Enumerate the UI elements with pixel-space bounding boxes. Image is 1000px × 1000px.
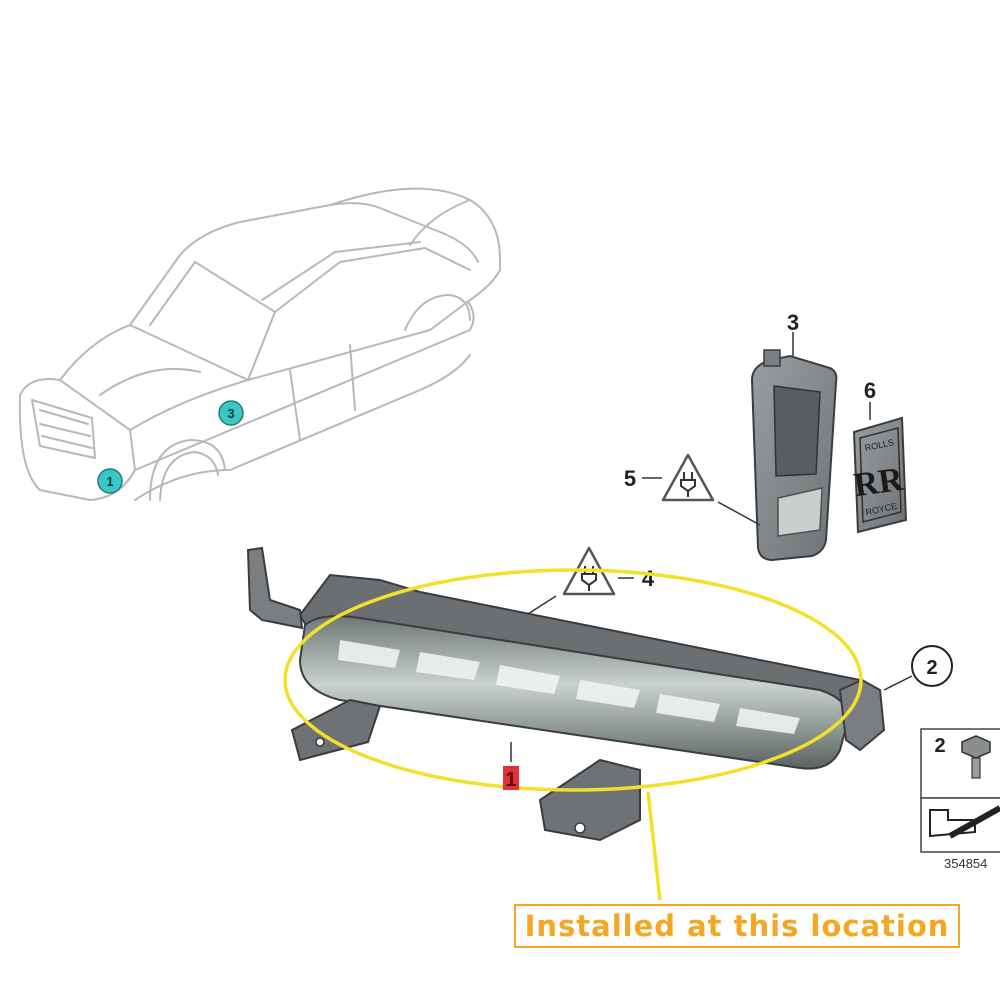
rolls-royce-emblem: ROLLS RR ROYCE	[852, 402, 908, 534]
electrical-warning-icon	[661, 453, 715, 502]
highlight-pointer	[646, 791, 662, 901]
part-2-detail-box: 2	[920, 728, 1000, 853]
tool-wedge-icon	[929, 805, 1000, 839]
detail-part-2-label: 2	[934, 735, 945, 757]
part-1-label-box	[503, 766, 519, 790]
callout-part-1: 1	[505, 769, 516, 791]
car-outline-icon	[18, 187, 501, 501]
location-marker-1: 1	[97, 468, 123, 494]
callout-circle-2	[911, 645, 953, 687]
emblem-monogram: RR	[852, 461, 906, 505]
callout-part-3: 3	[787, 310, 799, 335]
highlight-ring	[283, 568, 863, 792]
reference-number: 354854	[944, 856, 988, 871]
callout-part-5: 5	[624, 466, 636, 491]
car-location-label-3: 3	[227, 406, 234, 421]
callout-part-6: 6	[864, 378, 876, 403]
bolt-icon	[961, 735, 991, 779]
installed-location-banner: Installed at this location	[514, 904, 960, 948]
callout-part-4: 4	[642, 566, 655, 591]
car-location-label-1: 1	[106, 474, 113, 489]
side-marker-light	[750, 332, 838, 562]
callout-part-2: 2	[926, 657, 937, 679]
location-marker-3: 3	[218, 400, 244, 426]
